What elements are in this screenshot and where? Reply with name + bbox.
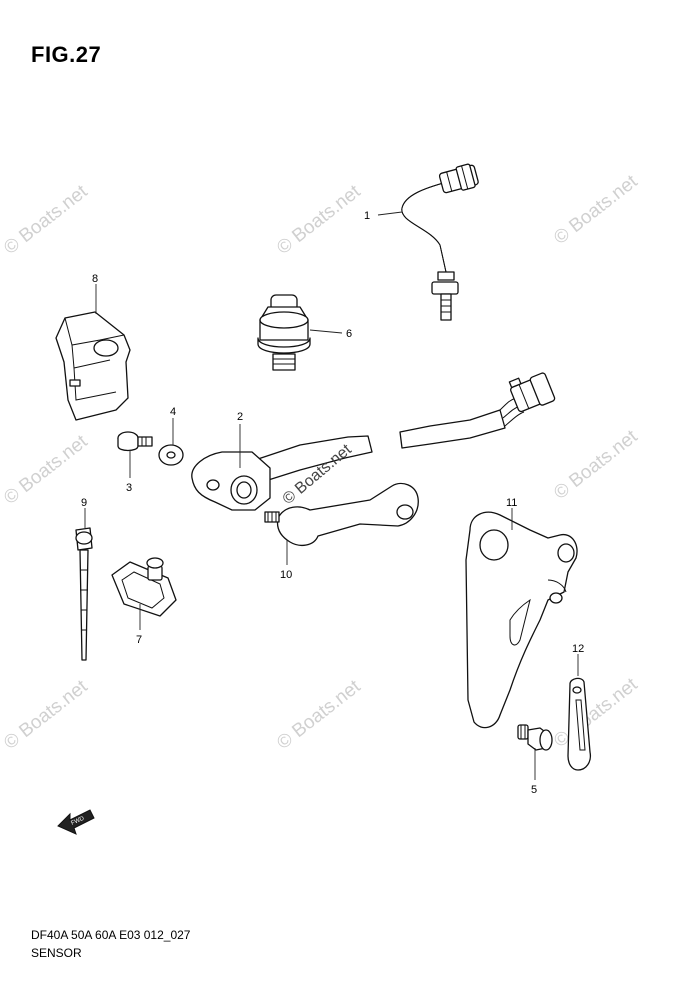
watermark: © Boats.net	[0, 676, 92, 754]
watermark: © Boats.net	[0, 181, 92, 259]
callout-11: 11	[506, 497, 517, 509]
callout-3: 3	[126, 482, 132, 494]
callout-1: 1	[364, 210, 370, 222]
callout-2: 2	[237, 411, 243, 423]
part-2-sensor-harness	[191, 372, 556, 511]
watermark: © Boats.net	[550, 674, 642, 752]
callout-9: 9	[81, 497, 87, 509]
fwd-label: FWD	[70, 816, 86, 827]
callout-8: 8	[92, 273, 98, 285]
part-8-holder	[55, 311, 131, 421]
callout-10: 10	[280, 569, 292, 581]
figure-title: FIG.27	[31, 42, 102, 67]
callout-6: 6	[346, 328, 352, 340]
callout-5: 5	[531, 784, 537, 796]
section-name: SENSOR	[31, 946, 82, 960]
part-10-lever	[264, 482, 419, 547]
part-1-sensor-lead	[401, 163, 479, 321]
part-3-bolt	[117, 431, 153, 452]
model-line: DF40A 50A 60A E03 012_027	[31, 928, 191, 942]
part-12-strap	[567, 677, 592, 771]
watermark: © Boats.net	[273, 676, 365, 754]
fwd-arrow-icon: FWD	[57, 809, 95, 835]
part-9-cable-tie	[75, 527, 93, 661]
callout-7: 7	[136, 634, 142, 646]
leader-lines	[84, 211, 579, 780]
watermark: © Boats.net	[550, 426, 642, 504]
part-7-clamp	[111, 557, 177, 617]
part-4-washer	[158, 444, 184, 466]
callout-12: 12	[572, 643, 584, 655]
part-6-pressure-switch	[257, 294, 311, 371]
part-5-bolt	[517, 724, 553, 751]
watermark: © Boats.net	[550, 171, 642, 249]
watermark: © Boats.net	[0, 431, 92, 509]
callout-4: 4	[170, 406, 176, 418]
watermark: © Boats.net	[273, 181, 365, 259]
callouts: 1 2 3 4 5 6 7 8 9 10 11 12	[81, 210, 584, 796]
part-11-bracket	[465, 511, 578, 729]
